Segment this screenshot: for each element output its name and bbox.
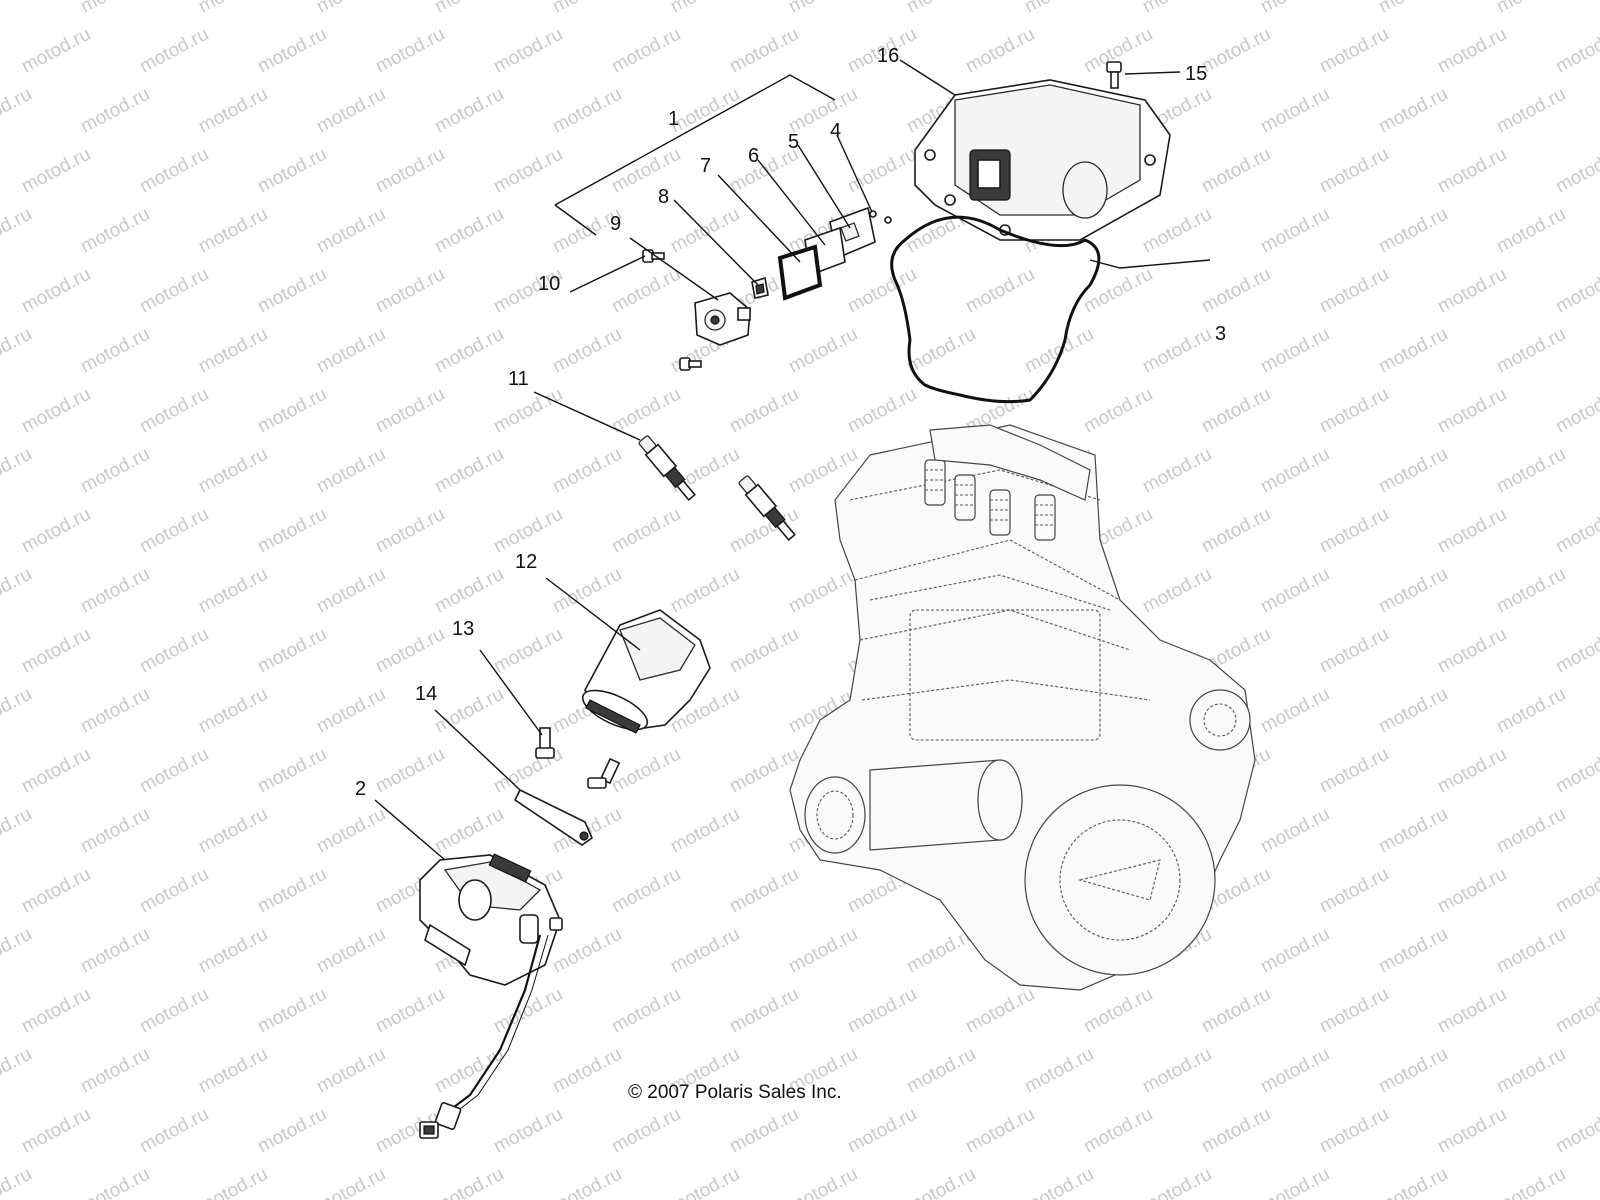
callout-4: 4 [830, 120, 841, 142]
callout-16: 16 [877, 45, 899, 67]
callout-labels: 1 2 3 4 5 6 7 8 9 10 11 12 13 14 15 16 [355, 45, 1226, 800]
part-16-valve-cover [914, 79, 1171, 241]
callout-1: 1 [668, 108, 679, 130]
part-14-clamp [513, 788, 593, 846]
callout-6: 6 [748, 145, 759, 167]
copyright-notice: © 2007 Polaris Sales Inc. [628, 1082, 842, 1103]
part-4-clips [869, 210, 892, 224]
callout-3: 3 [1215, 323, 1226, 345]
valve-springs [924, 459, 1056, 541]
callout-12: 12 [515, 551, 537, 573]
part-2-throttle-body [419, 853, 563, 1139]
callout-11: 11 [508, 368, 529, 390]
part-12-intake-boot [581, 609, 711, 734]
callout-9: 9 [610, 213, 621, 235]
part-7-seal [777, 244, 823, 301]
callout-2: 2 [355, 778, 366, 800]
part-3-gasket [890, 215, 1101, 404]
callout-15: 15 [1185, 63, 1207, 85]
part-13-bolts [535, 727, 621, 789]
leader-lines [374, 59, 1211, 861]
part-9-sensor-housing [694, 292, 751, 346]
part-11-spark-plugs [638, 435, 796, 541]
callout-10: 10 [538, 273, 560, 295]
callout-13: 13 [452, 618, 474, 640]
part-15-bolt [1106, 61, 1122, 89]
callout-7: 7 [700, 155, 711, 177]
callout-14: 14 [415, 683, 437, 705]
callout-5: 5 [788, 131, 799, 153]
part-10-screws [642, 249, 702, 371]
engine-assembly [789, 424, 1256, 991]
callout-8: 8 [658, 186, 669, 208]
